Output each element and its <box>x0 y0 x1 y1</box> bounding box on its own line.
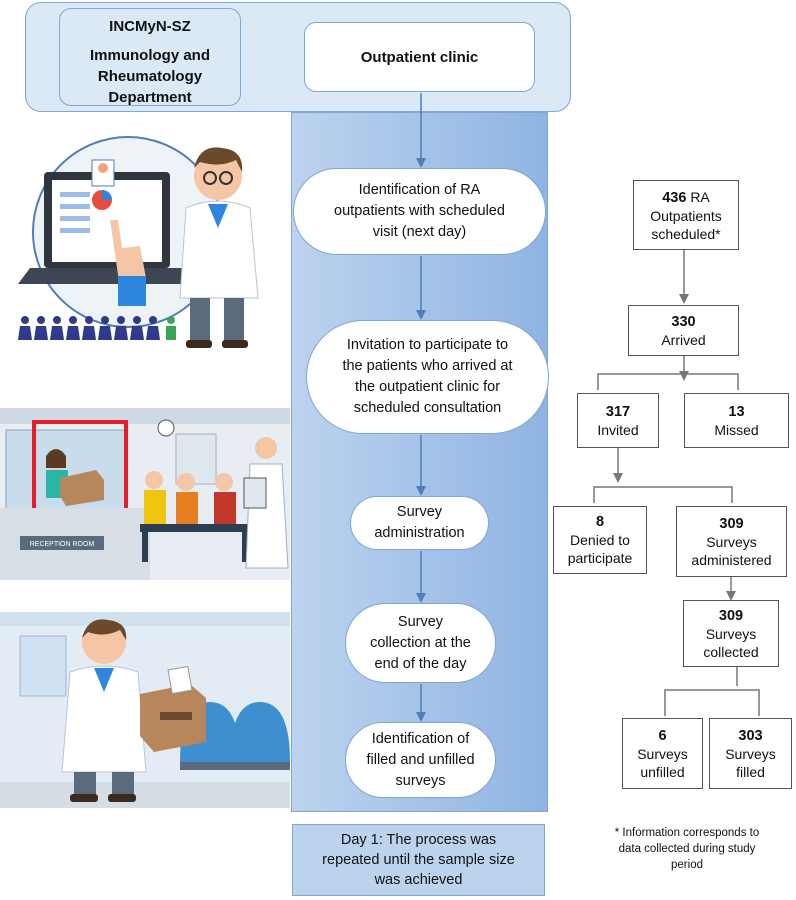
flow-box-filled: 303 Surveys filled <box>709 718 792 789</box>
step-5-line-1: Identification of <box>371 730 470 747</box>
flow-box-scheduled: 436 RA Outpatients scheduled* <box>633 180 739 250</box>
collected-label-1: Surveys <box>705 625 757 642</box>
unfilled-count: 6 <box>658 727 667 744</box>
footer-line-3: was achieved <box>374 872 463 888</box>
scheduled-label-2: Outpatients <box>650 207 722 224</box>
administered-label-1: Surveys <box>706 533 757 550</box>
illustration-reception-room: RECEPTION ROOM <box>0 408 290 580</box>
step-4-line-3: end of the day <box>374 655 467 672</box>
invited-label: Invited <box>597 421 639 438</box>
filled-label-2: filled <box>736 763 765 780</box>
footer-line-2: repeated until the sample size <box>322 852 515 868</box>
administered-label-2: administered <box>691 551 772 568</box>
collected-count: 309 <box>718 607 744 624</box>
step-2-line-3: the outpatient clinic for <box>354 379 501 395</box>
flow-box-collected: 309 Surveys collected <box>683 600 779 667</box>
step-1-line-1: Identification of RA <box>358 182 481 198</box>
filled-label-1: Surveys <box>725 745 776 762</box>
step-1-line-3: visit (next day) <box>372 224 467 240</box>
denied-label-2: participate <box>567 550 633 566</box>
missed-label: Missed <box>714 421 759 438</box>
step-2-line-2: the patients who arrived at <box>342 358 513 374</box>
step-invitation: Invitation to participate to the patient… <box>306 320 549 434</box>
flow-box-administered: 309 Surveys administered <box>676 506 787 577</box>
arrived-count: 330 <box>671 313 696 330</box>
step-3-line-2: administration <box>374 525 465 541</box>
step-identification: Identification of RA outpatients with sc… <box>293 168 546 255</box>
collected-label-2: collected <box>703 643 759 660</box>
footer-note-box: Day 1: The process was repeated until th… <box>292 824 545 896</box>
step-2-line-4: scheduled consultation <box>353 400 502 416</box>
step-4-line-2: collection at the <box>370 634 471 651</box>
step-survey-administration: Survey administration <box>350 496 489 550</box>
scheduled-label-3: scheduled* <box>651 225 721 242</box>
step-3-line-1: Survey <box>396 504 443 520</box>
flow-box-invited: 317 Invited <box>577 393 659 448</box>
flow-box-unfilled: 6 Surveys unfilled <box>622 718 703 789</box>
patients-icons <box>18 316 160 340</box>
missed-count: 13 <box>728 403 745 420</box>
illustration-doctor-ballot-box <box>0 612 290 808</box>
outpatient-clinic-box: Outpatient clinic <box>304 22 535 92</box>
institution-name: INCMyN-SZ <box>109 18 191 35</box>
footnote-line-3: period <box>671 859 703 871</box>
denied-label-1: Denied to <box>570 532 630 548</box>
scheduled-count: 436 <box>662 189 687 206</box>
reception-sign: RECEPTION ROOM <box>30 541 95 548</box>
arrived-label: Arrived <box>661 331 706 348</box>
unfilled-label-1: Surveys <box>637 745 688 762</box>
illustration-doctor-laptop <box>0 128 290 360</box>
footer-line-1: Day 1: The process was <box>340 832 497 848</box>
invited-count: 317 <box>605 403 631 420</box>
step-5-line-2: filled and unfilled <box>366 751 475 768</box>
filled-count: 303 <box>738 727 763 744</box>
outpatient-clinic-label: Outpatient clinic <box>360 48 479 66</box>
institution-box: INCMyN-SZ Immunology and Rheumatology De… <box>59 8 241 106</box>
step-1-line-2: outpatients with scheduled <box>334 203 505 219</box>
footnote-line-2: data collected during study <box>618 843 756 855</box>
line-invited-split <box>593 486 733 503</box>
department-line-1: Immunology and <box>90 47 210 64</box>
scheduled-label-1: RA <box>690 188 710 205</box>
administered-count: 309 <box>719 515 744 532</box>
unfilled-label-2: unfilled <box>640 763 685 780</box>
step-identification-filled: Identification of filled and unfilled su… <box>345 722 496 798</box>
step-2-line-1: Invitation to participate to <box>346 337 509 353</box>
step-5-line-3: surveys <box>395 772 446 789</box>
flow-box-arrived: 330 Arrived <box>628 305 739 356</box>
line-collected-split <box>664 689 760 716</box>
flow-box-missed: 13 Missed <box>684 393 789 448</box>
footnote-line-1: * Information corresponds to <box>614 827 760 839</box>
step-4-line-1: Survey <box>397 613 444 630</box>
footnote: * Information corresponds to data collec… <box>588 825 786 873</box>
denied-count: 8 <box>595 514 605 530</box>
department-line-2: Rheumatology <box>97 68 203 85</box>
flow-box-denied: 8 Denied to participate <box>553 506 647 574</box>
step-survey-collection: Survey collection at the end of the day <box>345 603 496 683</box>
department-line-3: Department <box>108 89 192 106</box>
line-arrived-split <box>597 373 739 390</box>
